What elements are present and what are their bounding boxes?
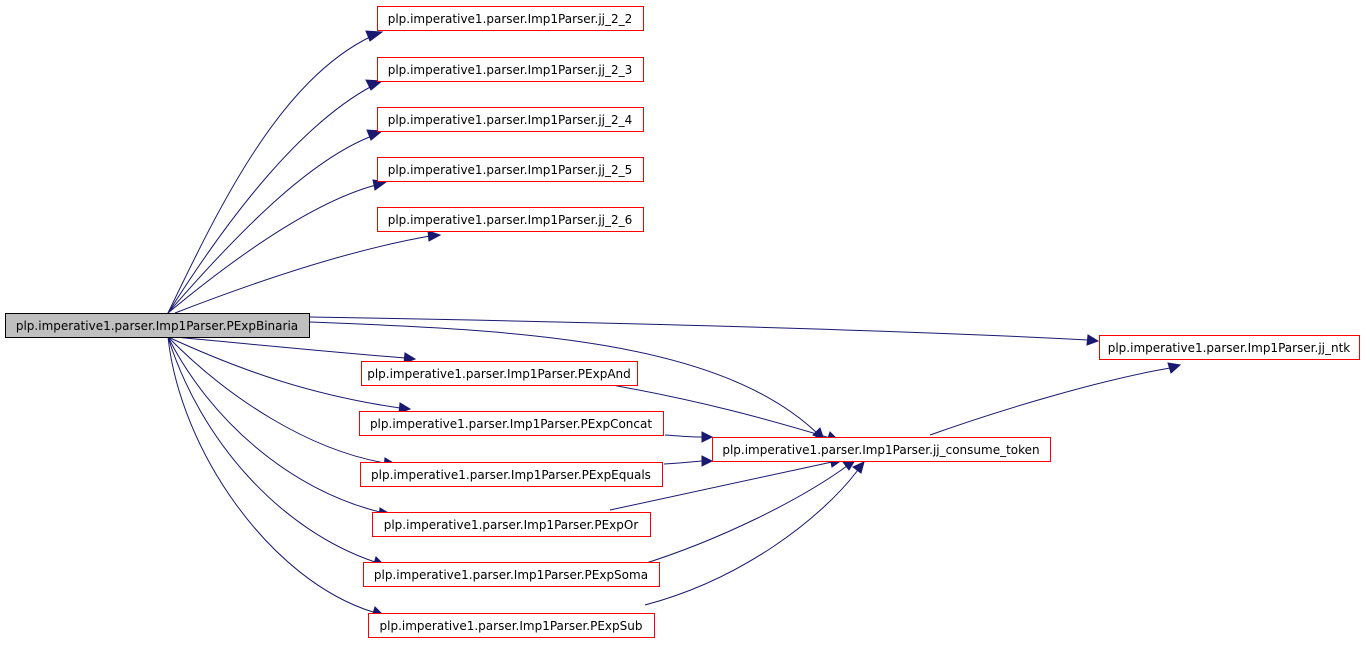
edge-root-jj_consume_token	[309, 321, 819, 435]
edge-jj_consume_token-jj_ntk	[929, 367, 1171, 436]
node-PExpSoma[interactable]: plp.imperative1.parser.Imp1Parser.PExpSo…	[363, 562, 660, 587]
node-jj_2_3-label: plp.imperative1.parser.Imp1Parser.jj_2_3	[388, 63, 633, 77]
node-PExpAnd-box	[361, 361, 638, 386]
edge-PExpAnd-jj_consume_token	[594, 381, 831, 439]
node-jj_ntk[interactable]: plp.imperative1.parser.Imp1Parser.jj_ntk	[1099, 335, 1360, 360]
node-PExpSoma-box	[363, 562, 660, 587]
node-PExpAnd[interactable]: plp.imperative1.parser.Imp1Parser.PExpAn…	[361, 361, 638, 386]
node-jj_2_2-box	[377, 6, 644, 31]
edge-root-PExpEquals	[167, 336, 386, 464]
node-jj_ntk-box	[1099, 335, 1360, 360]
edge-arrowhead	[365, 79, 384, 91]
node-jj_2_6-label: plp.imperative1.parser.Imp1Parser.jj_2_6	[388, 213, 633, 227]
edge-arrowhead	[366, 129, 384, 141]
node-jj_2_2-label: plp.imperative1.parser.Imp1Parser.jj_2_2	[388, 12, 633, 26]
edge-root-jj_ntk	[309, 316, 1089, 341]
edge-PExpOr-jj_consume_token	[609, 461, 833, 511]
node-root-label: plp.imperative1.parser.Imp1Parser.PExpBi…	[16, 319, 298, 333]
edge-root-jj_2_3	[167, 85, 373, 314]
node-root-box	[5, 313, 310, 338]
edge-PExpConcat-jj_consume_token	[664, 434, 703, 438]
node-PExpSub[interactable]: plp.imperative1.parser.Imp1Parser.PExpSu…	[368, 613, 655, 638]
node-PExpEquals-label: plp.imperative1.parser.Imp1Parser.PExpEq…	[371, 468, 651, 482]
node-root[interactable]: plp.imperative1.parser.Imp1Parser.PExpBi…	[5, 313, 310, 338]
edge-arrowhead	[852, 461, 865, 474]
node-PExpOr-box	[372, 512, 651, 537]
node-PExpConcat-box	[359, 411, 664, 436]
edge-root-PExpConcat	[167, 336, 401, 409]
node-PExpConcat-label: plp.imperative1.parser.Imp1Parser.PExpCo…	[370, 417, 652, 431]
node-PExpSub-label: plp.imperative1.parser.Imp1Parser.PExpSu…	[380, 619, 643, 633]
nodes: plp.imperative1.parser.Imp1Parser.PExpBi…	[5, 6, 1360, 638]
edge-root-PExpSoma	[167, 336, 376, 563]
node-jj_2_4-box	[377, 107, 644, 132]
node-jj_2_5-label: plp.imperative1.parser.Imp1Parser.jj_2_5	[388, 163, 633, 177]
node-jj_2_2[interactable]: plp.imperative1.parser.Imp1Parser.jj_2_2	[377, 6, 644, 31]
node-jj_2_3[interactable]: plp.imperative1.parser.Imp1Parser.jj_2_3	[377, 57, 644, 82]
node-jj_2_3-box	[377, 57, 644, 82]
edge-arrowhead	[427, 230, 442, 242]
edge-PExpSub-jj_consume_token	[644, 469, 859, 606]
node-jj_consume_token-label: plp.imperative1.parser.Imp1Parser.jj_con…	[722, 443, 1039, 457]
edge-root-PExpSub	[167, 336, 374, 613]
edge-root-jj_2_2	[167, 35, 373, 314]
node-jj_2_5[interactable]: plp.imperative1.parser.Imp1Parser.jj_2_5	[377, 157, 644, 182]
edge-arrowhead	[701, 455, 714, 467]
node-jj_2_4[interactable]: plp.imperative1.parser.Imp1Parser.jj_2_4	[377, 107, 644, 132]
node-PExpEquals-box	[360, 462, 663, 487]
edge-root-PExpAnd	[174, 336, 406, 359]
edges	[167, 30, 1182, 618]
edge-PExpSoma-jj_consume_token	[639, 465, 848, 566]
edge-arrowhead	[365, 30, 384, 42]
node-jj_consume_token-box	[712, 437, 1051, 462]
edge-root-jj_2_5	[167, 184, 377, 314]
edge-root-jj_2_6	[174, 235, 431, 314]
node-PExpSoma-label: plp.imperative1.parser.Imp1Parser.PExpSo…	[374, 568, 648, 582]
node-jj_ntk-label: plp.imperative1.parser.Imp1Parser.jj_ntk	[1108, 341, 1351, 355]
node-jj_2_5-box	[377, 157, 644, 182]
node-jj_2_6[interactable]: plp.imperative1.parser.Imp1Parser.jj_2_6	[377, 207, 644, 232]
node-jj_2_4-label: plp.imperative1.parser.Imp1Parser.jj_2_4	[388, 113, 633, 127]
edge-arrowhead	[1086, 334, 1100, 346]
node-PExpOr[interactable]: plp.imperative1.parser.Imp1Parser.PExpOr	[372, 512, 651, 537]
node-PExpSub-box	[368, 613, 655, 638]
node-PExpEquals[interactable]: plp.imperative1.parser.Imp1Parser.PExpEq…	[360, 462, 663, 487]
edge-root-PExpOr	[167, 336, 381, 513]
edge-root-jj_2_4	[167, 135, 373, 314]
edge-arrowhead	[1167, 362, 1182, 374]
node-PExpAnd-label: plp.imperative1.parser.Imp1Parser.PExpAn…	[367, 367, 631, 381]
node-PExpOr-label: plp.imperative1.parser.Imp1Parser.PExpOr	[384, 518, 639, 532]
node-jj_2_6-box	[377, 207, 644, 232]
edge-PExpEquals-jj_consume_token	[663, 460, 703, 465]
node-PExpConcat[interactable]: plp.imperative1.parser.Imp1Parser.PExpCo…	[359, 411, 664, 436]
edge-arrowhead	[701, 431, 714, 443]
node-jj_consume_token[interactable]: plp.imperative1.parser.Imp1Parser.jj_con…	[712, 437, 1051, 462]
